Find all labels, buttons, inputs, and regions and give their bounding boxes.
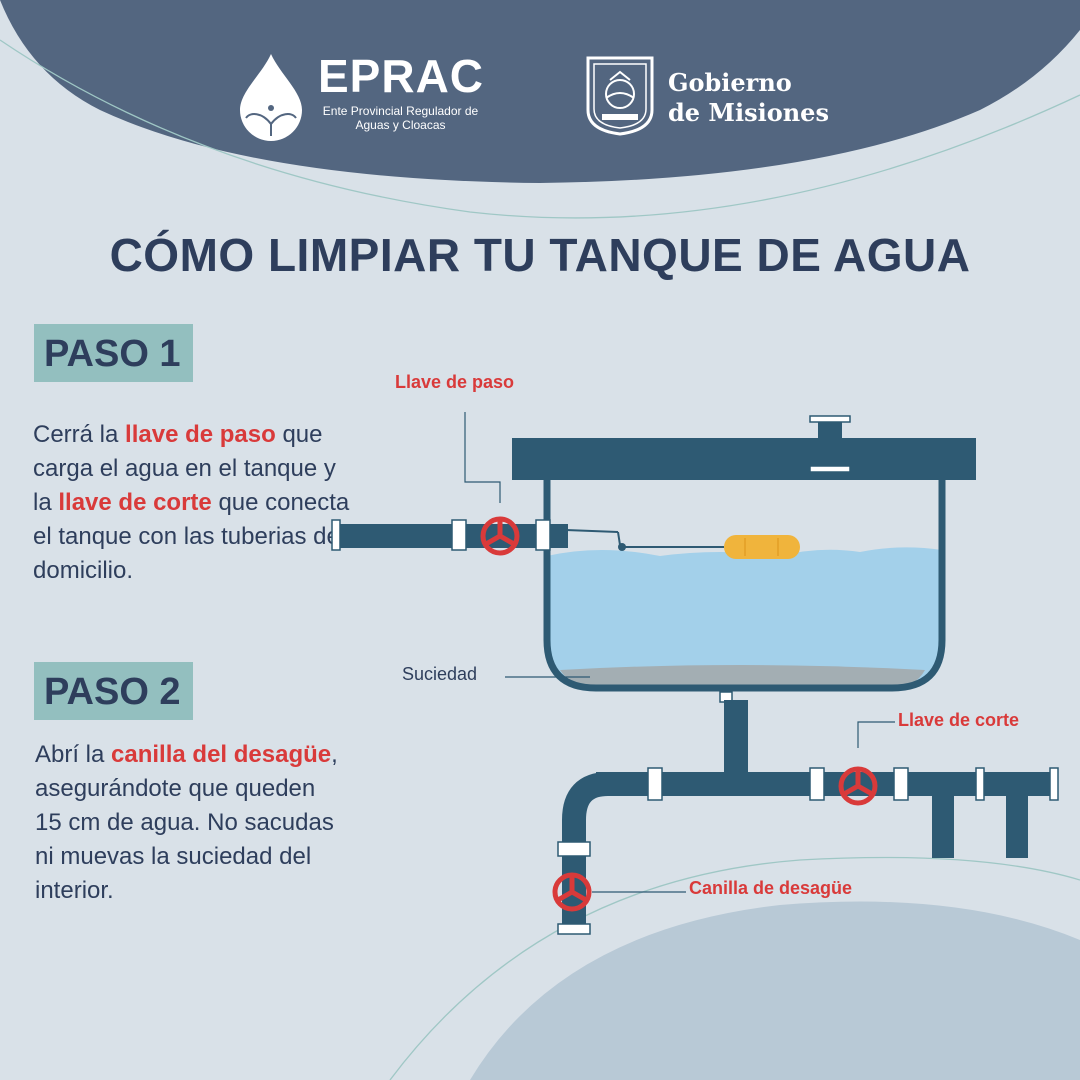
step-1-text-part-1: Cerrá la <box>33 421 126 448</box>
province-seal-icon <box>586 56 654 136</box>
llave-de-paso-valve <box>480 516 520 556</box>
llave-de-corte-valve <box>838 766 878 806</box>
canilla-desague-valve <box>552 872 592 912</box>
eprac-subtitle-line-2: Aguas y Cloacas <box>355 118 446 132</box>
label-suciedad: Suciedad <box>402 664 478 684</box>
step-2-badge: PASO 2 <box>34 662 193 720</box>
step-1-highlight-llave-corte: llave de corte <box>58 489 212 516</box>
step-1-text-part-3: que conecta el tanque con las tuberias d… <box>33 489 350 584</box>
step-2-highlight-canilla: canilla del desagüe <box>111 741 332 768</box>
tank-float <box>724 535 800 559</box>
step-1-badge: PASO 1 <box>34 324 193 382</box>
step-2-text-part-1: Abrí la <box>35 741 112 768</box>
eprac-logo-text: EPRAC Ente Provincial Regulador de Aguas… <box>318 52 484 132</box>
gov-line-2: de Misiones <box>668 98 829 127</box>
step-1-highlight-llave-paso: llave de paso <box>125 421 276 448</box>
outlet-pipe <box>724 700 748 778</box>
government-name: Gobierno de Misiones <box>668 68 829 128</box>
tank-dirt <box>560 665 925 688</box>
label-llave-de-corte: Llave de corte <box>898 710 1020 730</box>
label-llave-de-paso: Llave de paso <box>395 372 515 392</box>
eprac-subtitle: Ente Provincial Regulador de Aguas y Clo… <box>318 104 483 132</box>
step-2-text-part-2: , asegurándote que queden 15 cm de agua.… <box>35 741 338 904</box>
eprac-subtitle-line-1: Ente Provincial Regulador de <box>322 104 479 118</box>
tank-water <box>547 547 942 688</box>
step-2-text: Abrí la canilla del desagüe, asegurándot… <box>35 738 345 908</box>
label-canilla-de-desague: Canilla de desagüe <box>689 878 853 898</box>
water-drop-logo-icon <box>240 54 302 141</box>
step-1-text: Cerrá la llave de paso que carga el agua… <box>33 418 353 588</box>
distribution-pipe <box>596 772 1056 796</box>
step-1-text-part-2: que carga el agua en el tanque y la <box>33 421 336 516</box>
tank-lid <box>512 438 976 480</box>
page-title: CÓMO LIMPIAR TU TANQUE DE AGUA <box>109 229 971 281</box>
eprac-name: EPRAC <box>318 50 485 102</box>
gov-line-1: Gobierno <box>668 68 792 97</box>
tank-wall <box>543 460 946 692</box>
